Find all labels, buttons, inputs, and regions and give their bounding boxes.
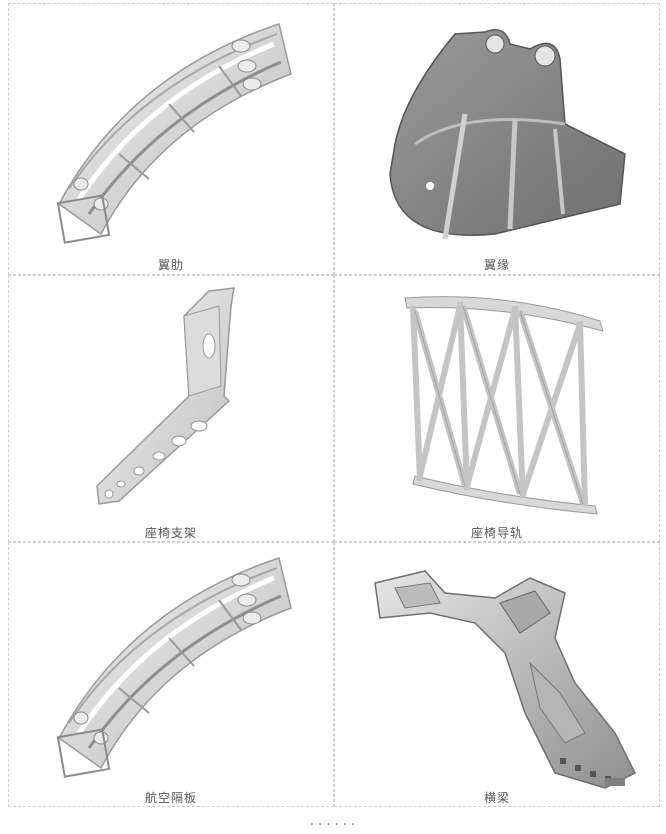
gallery-item-wing-rib[interactable]: 翼肋 bbox=[8, 3, 334, 275]
flange-image bbox=[389, 29, 626, 240]
crossbeam-image bbox=[374, 570, 637, 789]
gallery-item-caption: 翼肋 bbox=[157, 258, 184, 272]
gallery-item-caption: 翼缘 bbox=[483, 258, 510, 272]
seat-bracket-image bbox=[96, 287, 235, 505]
product-gallery: 翼肋 翼缘 bbox=[8, 3, 660, 807]
gallery-item-caption: 航空隔板 bbox=[144, 791, 197, 805]
gallery-item-aviation-bulkhead[interactable]: 航空隔板 bbox=[8, 542, 334, 807]
gallery-item-caption: 座椅导轨 bbox=[470, 526, 523, 540]
gallery-item-caption: 横梁 bbox=[483, 791, 510, 805]
more-indicator[interactable]: ...... bbox=[308, 814, 358, 828]
aviation-bulkhead-image bbox=[56, 557, 292, 778]
wing-rib-image bbox=[56, 23, 292, 244]
gallery-item-caption: 座椅支架 bbox=[144, 526, 197, 540]
gallery-item-seat-rail[interactable]: 座椅导轨 bbox=[334, 275, 660, 542]
gallery-item-crossbeam[interactable]: 横梁 bbox=[334, 542, 660, 807]
gallery-item-seat-bracket[interactable]: 座椅支架 bbox=[8, 275, 334, 542]
gallery-item-flange[interactable]: 翼缘 bbox=[334, 3, 660, 275]
seat-rail-image bbox=[404, 296, 604, 515]
